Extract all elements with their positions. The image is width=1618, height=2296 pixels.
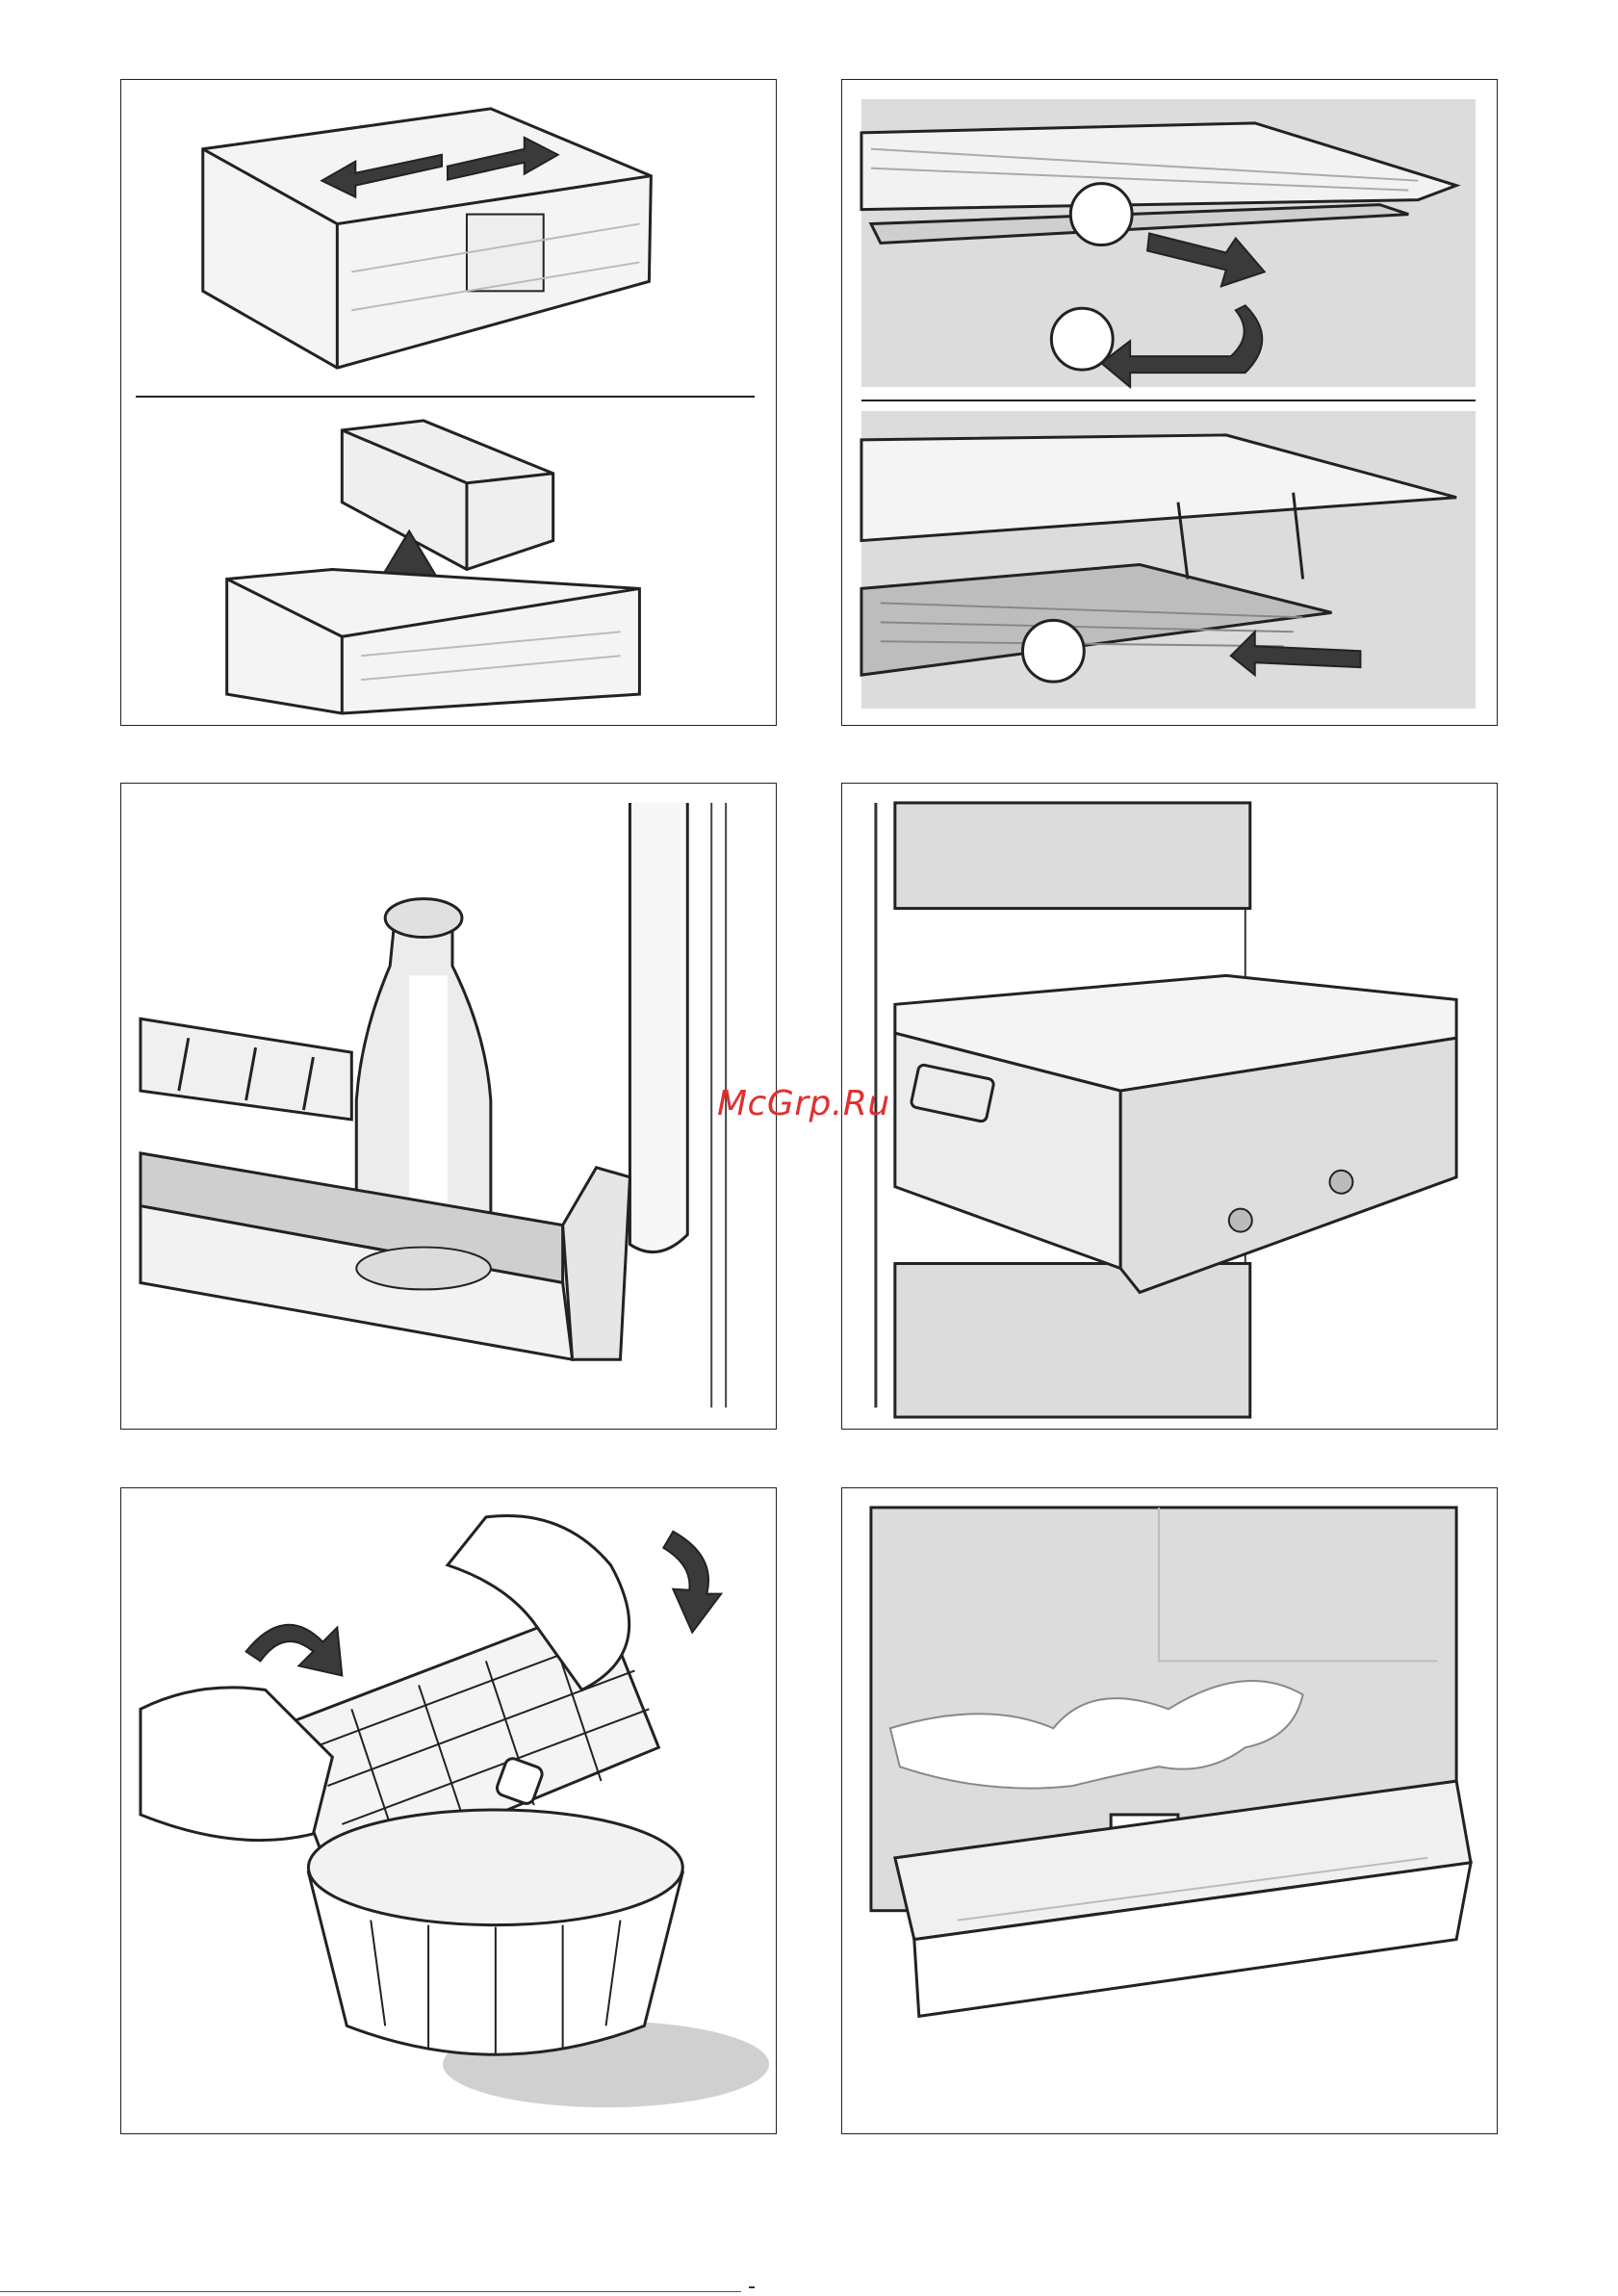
freezer-drawer-illustration	[842, 784, 1497, 1429]
curved-arrow-icon	[663, 1532, 721, 1633]
door-hinge-column	[629, 803, 687, 1252]
bowl-icon	[308, 1810, 769, 2107]
panel-door-bottle-rack	[120, 783, 777, 1430]
ice-cube-tray-illustration	[121, 1488, 776, 2133]
panel-drawer-dividers	[120, 79, 777, 726]
panel-defrost-water	[841, 1487, 1498, 2134]
panel-freezer-drawer	[841, 783, 1498, 1430]
curved-arrow-icon	[246, 1625, 343, 1676]
door-bottle-rack-illustration	[121, 784, 776, 1429]
insert-box-icon	[342, 421, 552, 570]
footer-line	[0, 2291, 741, 2292]
defrost-water-illustration	[842, 1488, 1497, 2133]
watermark-text: McGrp.Ru	[717, 1084, 890, 1123]
drawer-icon	[895, 975, 1456, 1292]
step-circle-icon	[1022, 620, 1084, 682]
bottle-icon	[356, 899, 491, 1216]
lower-compartment	[895, 1264, 1250, 1418]
lower-drawer-icon	[227, 569, 640, 713]
step-circle-icon	[1070, 184, 1132, 245]
shelf-adjust-illustration	[842, 80, 1497, 725]
upper-compartment	[895, 803, 1250, 909]
footer-mark	[749, 2286, 755, 2288]
panel-shelf-adjust	[841, 79, 1498, 726]
panel-ice-cube-tray	[120, 1487, 777, 2134]
drawer-icon	[203, 109, 652, 368]
drawer-dividers-illustration	[121, 80, 776, 725]
